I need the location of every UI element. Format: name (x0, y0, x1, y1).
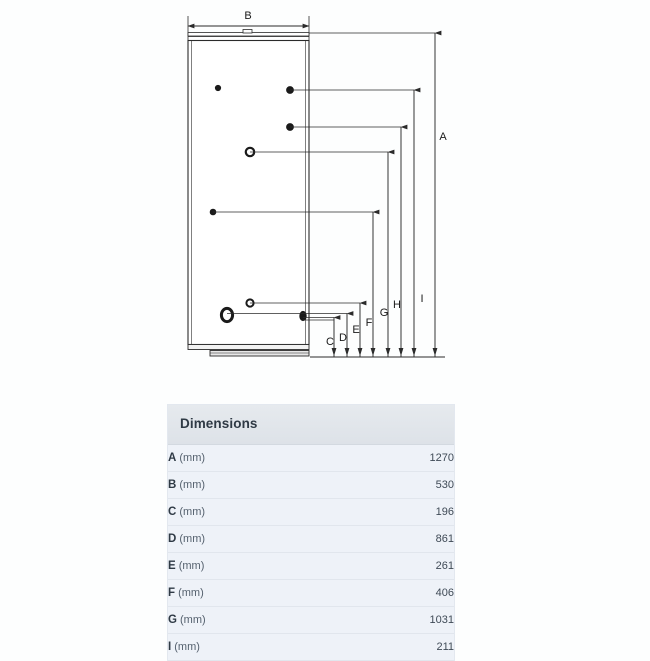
dimension-value-cell: 196 (318, 498, 454, 526)
technical-drawing-panel: B (187, 10, 447, 358)
dimension-a-label: A (439, 131, 447, 143)
dimension-value-cell: 530 (318, 471, 454, 499)
dimension-value-cell: 261 (318, 552, 454, 580)
dimension-labels-group: C D E F G H I A (326, 131, 447, 348)
table-row: E (mm)261 (168, 552, 454, 580)
dimension-key-unit: (mm) (174, 641, 200, 653)
cylinder-top-rim (187, 36, 310, 41)
dimension-key-unit: (mm) (180, 614, 206, 626)
cylinder-elevation-drawing: B (187, 10, 447, 358)
dimension-key-unit: (mm) (179, 479, 206, 491)
leader-lines-group (213, 32, 435, 321)
dimension-value-cell: 1270 (318, 445, 454, 472)
cylinder-base-plate (187, 344, 310, 350)
dimension-key-letter: F (168, 587, 176, 599)
table-row: A (mm)1270 (168, 445, 454, 472)
dimension-value-cell: 211 (318, 633, 454, 661)
dimension-key-unit: (mm) (178, 587, 204, 599)
dimension-key-cell: A (mm) (168, 445, 318, 472)
dimension-key-letter: A (168, 452, 177, 464)
dimension-d-label: D (339, 332, 347, 344)
table-row: C (mm)196 (168, 498, 454, 526)
dimension-key-unit: (mm) (179, 506, 206, 518)
dimension-value-cell: 406 (318, 579, 454, 607)
dimension-key-cell: I (mm) (168, 633, 318, 661)
dimension-key-letter: B (168, 479, 177, 491)
table-row: D (mm)861 (168, 525, 454, 553)
cylinder-top-fitting (242, 29, 253, 34)
port-marker-left-upper (214, 84, 222, 92)
dimension-key-cell: E (mm) (168, 552, 318, 580)
dimension-key-letter: E (168, 560, 176, 572)
dimension-key-cell: C (mm) (168, 498, 318, 526)
dimensions-title: Dimensions (180, 416, 258, 431)
dimension-key-unit: (mm) (178, 560, 205, 572)
table-row: B (mm)530 (168, 471, 454, 499)
dimension-key-letter: G (168, 614, 177, 626)
dimension-i-label: I (420, 293, 423, 305)
dimension-g-label: G (380, 307, 389, 319)
dimension-f-label: F (366, 317, 373, 329)
table-row: I (mm)211 (168, 633, 454, 661)
table-row: G (mm)1031 (168, 606, 454, 634)
dimension-key-cell: G (mm) (168, 606, 318, 634)
dimension-key-unit: (mm) (179, 452, 206, 464)
dimension-key-letter: D (168, 533, 177, 545)
dimension-value-cell: 1031 (318, 606, 454, 634)
dimension-c-label: C (326, 336, 334, 348)
dimension-key-letter: C (168, 506, 177, 518)
dimension-key-cell: D (mm) (168, 525, 318, 553)
port-marker-c (299, 310, 307, 322)
cylinder-body-group (187, 29, 310, 357)
dimension-h-label: H (393, 299, 401, 311)
dimension-key-cell: B (mm) (168, 471, 318, 499)
baseline-arrowheads (331, 348, 438, 356)
port-marker-d (219, 306, 235, 324)
dimension-value-cell: 861 (318, 525, 454, 553)
dimension-e-label: E (352, 324, 359, 336)
dimensions-header: Dimensions (168, 405, 454, 445)
vertical-dimension-lines (333, 30, 442, 357)
dimension-key-unit: (mm) (179, 533, 206, 545)
dimension-b-label: B (244, 10, 251, 22)
dimension-key-letter: I (168, 641, 172, 653)
dimension-key-cell: F (mm) (168, 579, 318, 607)
table-row: F (mm)406 (168, 579, 454, 607)
